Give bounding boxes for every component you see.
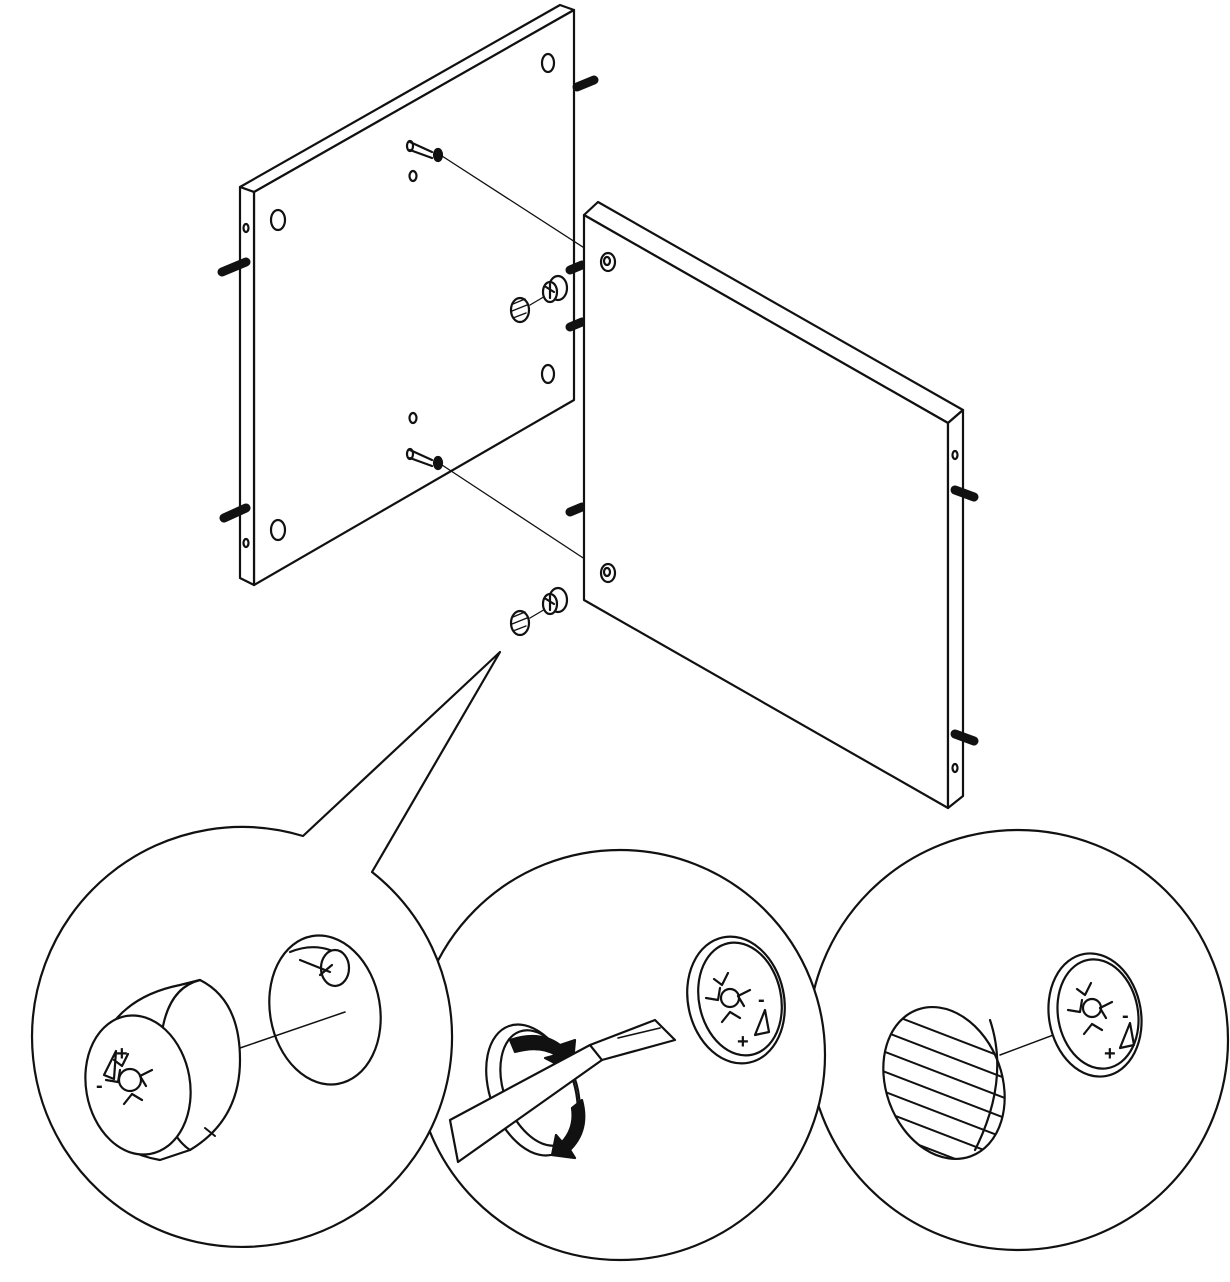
- panel-front: [582, 200, 965, 810]
- detail-step-1: + -: [31, 650, 502, 1249]
- cover-cap: [509, 296, 531, 324]
- cam-minus-mark: -: [96, 1075, 103, 1097]
- cam-bolt: [405, 447, 444, 471]
- panel-hole: [540, 52, 556, 74]
- panel-hole: [540, 363, 556, 385]
- cam-hole: [599, 562, 617, 584]
- panel-hole: [408, 169, 418, 183]
- edge-hole: [242, 222, 250, 234]
- edge-hole: [951, 449, 959, 461]
- screwdriver: [448, 1018, 677, 1164]
- cam-plus-mark: +: [1104, 1043, 1116, 1065]
- cam-hole-detail: [268, 934, 382, 1086]
- cam-bolt: [405, 139, 444, 163]
- edge-hole: [951, 762, 959, 774]
- cam-plus-mark: +: [737, 1031, 749, 1053]
- cover-cap: [509, 609, 531, 637]
- panel-back: [238, 3, 576, 587]
- cam-hole: [599, 251, 617, 273]
- detail-step-2: + -: [413, 848, 827, 1262]
- cover-cap-detail: [879, 1005, 1011, 1177]
- wood-dowel: [217, 75, 599, 523]
- panel-hole: [269, 208, 287, 232]
- cam-minus-mark: -: [1122, 1005, 1129, 1027]
- cam-plus-mark: +: [116, 1043, 128, 1065]
- cam-lock: [541, 586, 569, 616]
- edge-hole: [242, 537, 250, 549]
- cam-face: + -: [686, 935, 786, 1065]
- cam-minus-mark: -: [758, 989, 765, 1011]
- panel-hole: [408, 411, 418, 425]
- wood-dowel: [950, 485, 979, 746]
- cam-face: + -: [1047, 952, 1143, 1078]
- panel-hole: [269, 518, 287, 542]
- cam-lock: [541, 274, 569, 304]
- guide-line: [239, 1011, 346, 1049]
- cam-lock-detail: + -: [84, 978, 242, 1162]
- detail-step-3: + -: [806, 828, 1230, 1252]
